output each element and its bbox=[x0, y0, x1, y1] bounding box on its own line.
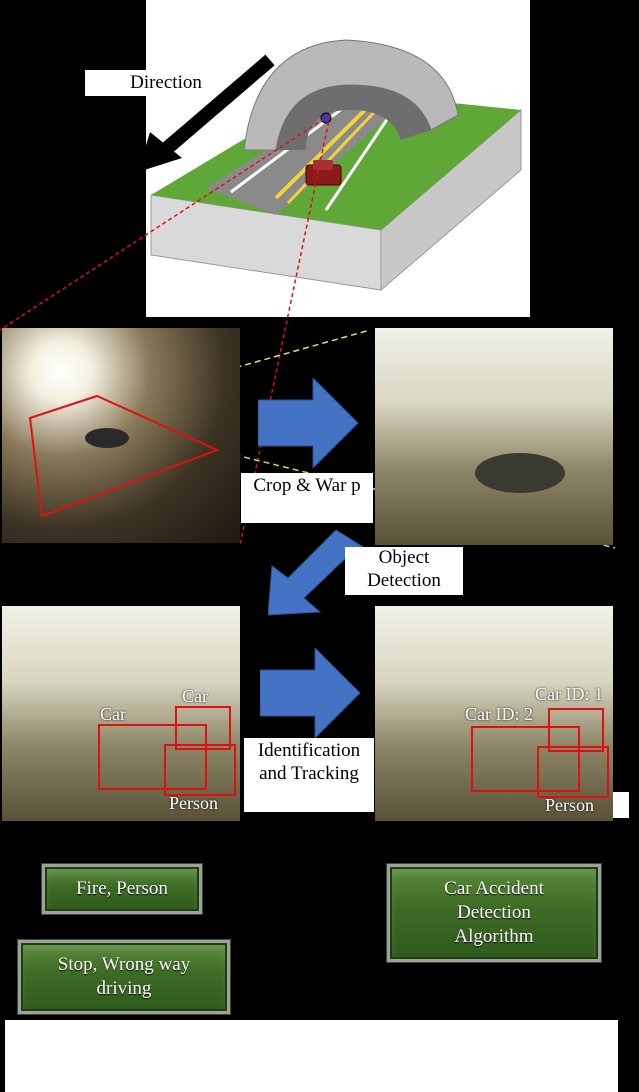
raw-camera-frame bbox=[2, 328, 240, 543]
crop-warp-label: Crop & War p bbox=[241, 473, 373, 523]
car-silhouette bbox=[475, 453, 565, 493]
tracked-box-car-2 bbox=[471, 726, 580, 792]
detection-label-car-a: Car bbox=[100, 704, 126, 724]
detection-frame: Car Car Person bbox=[2, 606, 240, 821]
detection-box-car-b bbox=[175, 706, 231, 750]
detection-box-car-a bbox=[98, 724, 207, 790]
detection-label-person: Person bbox=[169, 793, 218, 813]
tracking-arrow bbox=[260, 648, 361, 738]
tracked-box-car-1 bbox=[548, 708, 604, 752]
bottom-blank-panel bbox=[5, 1020, 618, 1092]
tracking-frame: Car ID: 2 Car ID: 1 Person bbox=[375, 606, 613, 821]
tracked-label-car-2: Car ID: 2 bbox=[465, 704, 533, 724]
warped-frame bbox=[375, 328, 613, 545]
detection-label-car-b: Car bbox=[182, 686, 208, 706]
fire-person-box: Fire, Person bbox=[41, 863, 203, 915]
identification-tracking-label: Identification and Tracking bbox=[244, 738, 374, 812]
object-detection-arrow bbox=[268, 530, 370, 616]
car-accident-detection-box: Car Accident Detection Algorithm bbox=[386, 863, 602, 963]
crop-warp-arrow bbox=[258, 378, 359, 468]
direction-label: Direction bbox=[85, 70, 247, 96]
object-detection-label: Object Detection bbox=[345, 547, 463, 595]
frame-edge-marker bbox=[613, 792, 629, 818]
tracked-label-person: Person bbox=[545, 795, 594, 815]
tracked-box-person bbox=[537, 746, 609, 798]
direction-arrow bbox=[138, 54, 275, 172]
roi-polygon bbox=[28, 394, 220, 518]
detection-box-person bbox=[164, 744, 236, 796]
tracked-label-car-1: Car ID: 1 bbox=[535, 684, 603, 704]
stop-wrong-way-box: Stop, Wrong way driving bbox=[17, 939, 231, 1015]
